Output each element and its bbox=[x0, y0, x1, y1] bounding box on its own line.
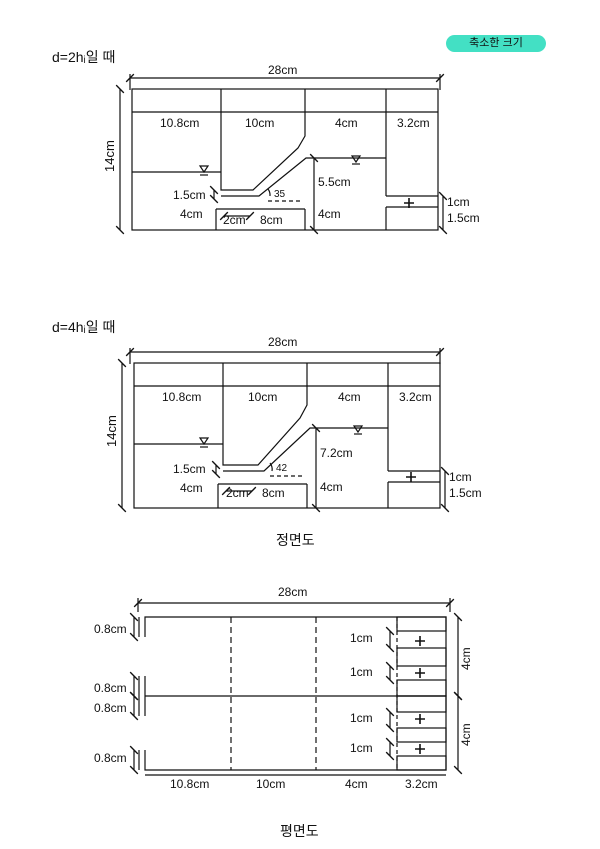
front2-mid-height: 7.2cm bbox=[320, 446, 353, 460]
front2-w1: 10.8cm bbox=[162, 390, 201, 404]
front1-weir bbox=[220, 112, 306, 191]
plan-view: 28cm 1cm 1cm 1cm 1cm 4cm 4cm bbox=[94, 585, 473, 791]
plan-left-dim-2: 0.8cm bbox=[94, 681, 127, 695]
front2-angle: 42 bbox=[276, 463, 288, 474]
front1-w4: 3.2cm bbox=[397, 116, 430, 130]
front1-title: d=2hᵢ일 때 bbox=[52, 49, 115, 65]
plan-w1: 10.8cm bbox=[170, 777, 209, 791]
plan-w2: 10cm bbox=[256, 777, 285, 791]
front1-height-label: 14cm bbox=[102, 140, 117, 172]
plan-right-cm-2: 1cm bbox=[350, 665, 373, 679]
front1-mid-low: 4cm bbox=[318, 207, 341, 221]
plan-w4: 3.2cm bbox=[405, 777, 438, 791]
front1-bottom-b: 8cm bbox=[260, 213, 283, 227]
front2-mid-low: 4cm bbox=[320, 480, 343, 494]
front1-angle: 35 bbox=[274, 189, 286, 200]
plan-right-cm-3: 1cm bbox=[350, 711, 373, 725]
plan-right-height-b: 4cm bbox=[459, 723, 473, 746]
scale-badge: 축소한 크기 bbox=[446, 35, 546, 52]
front-view-2: d=4hᵢ일 때 28cm 14cm 10.8cm 10cm 4cm 3.2cm… bbox=[52, 319, 482, 513]
front2-bottom-a: 2cm bbox=[226, 486, 249, 500]
plan-width-label: 28cm bbox=[278, 585, 307, 599]
plan-right-cm-1: 1cm bbox=[350, 631, 373, 645]
front1-w1: 10.8cm bbox=[160, 116, 199, 130]
front2-title: d=4hᵢ일 때 bbox=[52, 319, 115, 335]
front-caption: 정면도 bbox=[276, 532, 315, 548]
front2-weir bbox=[222, 386, 308, 466]
front2-right-a: 1cm bbox=[449, 470, 472, 484]
front2-w2: 10cm bbox=[248, 390, 277, 404]
plan-left-dim-1: 0.8cm bbox=[94, 622, 127, 636]
front2-bottom-b: 8cm bbox=[262, 486, 285, 500]
plan-outline bbox=[144, 616, 447, 771]
front1-left-low: 4cm bbox=[180, 207, 203, 221]
front2-right-b: 1.5cm bbox=[449, 486, 482, 500]
plan-left-dim-4: 0.8cm bbox=[94, 751, 127, 765]
front1-right-a: 1cm bbox=[447, 195, 470, 209]
plan-left-dim-3: 0.8cm bbox=[94, 701, 127, 715]
front2-w4: 3.2cm bbox=[399, 390, 432, 404]
front1-w3: 4cm bbox=[335, 116, 358, 130]
plan-caption: 평면도 bbox=[280, 823, 319, 839]
front-view-1: d=2hᵢ일 때 28cm 14cm 10.8cm 10cm 4cm 3.2cm… bbox=[52, 49, 480, 235]
front1-right-b: 1.5cm bbox=[447, 211, 480, 225]
front2-outline bbox=[133, 362, 441, 509]
front1-mid-height: 5.5cm bbox=[318, 175, 351, 189]
front1-outline bbox=[131, 88, 439, 231]
front1-left-step: 1.5cm bbox=[173, 188, 206, 202]
front1-w2: 10cm bbox=[245, 116, 274, 130]
plan-w3: 4cm bbox=[345, 777, 368, 791]
front2-w3: 4cm bbox=[338, 390, 361, 404]
plan-right-cm-4: 1cm bbox=[350, 741, 373, 755]
front1-width-label: 28cm bbox=[268, 63, 297, 77]
front2-width-label: 28cm bbox=[268, 335, 297, 349]
front2-left-step: 1.5cm bbox=[173, 462, 206, 476]
front1-bottom-a: 2cm bbox=[223, 213, 246, 227]
front2-height-label: 14cm bbox=[104, 415, 119, 447]
front2-left-low: 4cm bbox=[180, 481, 203, 495]
plan-right-height-a: 4cm bbox=[459, 647, 473, 670]
